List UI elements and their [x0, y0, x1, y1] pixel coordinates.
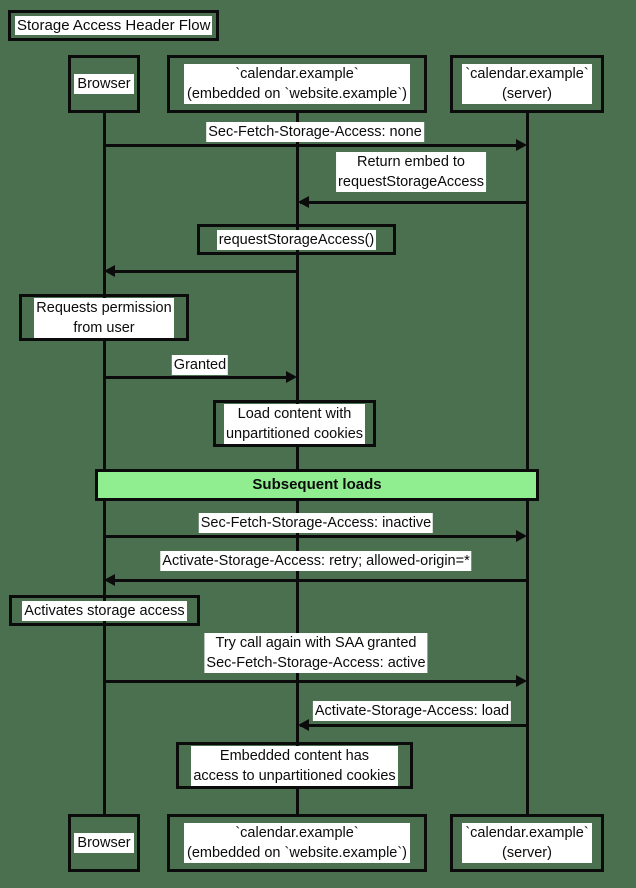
- message-line-granted: [104, 376, 292, 379]
- arrow-head-activate-retry: [104, 574, 115, 586]
- participant-embed-bottom[interactable]: `calendar.example` (embedded on `website…: [167, 814, 427, 872]
- arrow-head-rsa-to-browser: [104, 265, 115, 277]
- participant-server-label: `calendar.example` (server): [462, 64, 592, 104]
- message-label-sec-fetch-inactive: Sec-Fetch-Storage-Access: inactive: [198, 513, 434, 533]
- arrow-head-granted: [286, 371, 297, 383]
- section-band-subsequent-loads: Subsequent loads: [95, 469, 539, 501]
- note-activates-storage-access: Activates storage access: [9, 595, 200, 626]
- participant-browser-label-bottom: Browser: [74, 833, 134, 853]
- message-line-sec-fetch-inactive: [104, 535, 522, 538]
- arrow-head-sec-fetch-inactive: [516, 530, 527, 542]
- diagram-title-box: Storage Access Header Flow: [8, 10, 220, 41]
- message-line-activate-load: [300, 724, 527, 727]
- arrow-head-activate-load: [298, 719, 309, 731]
- note-activates-storage-access-text: Activates storage access: [22, 600, 187, 621]
- message-line-rsa-to-browser: [108, 270, 297, 273]
- participant-embed-top[interactable]: `calendar.example` (embedded on `website…: [167, 55, 427, 113]
- message-label-sec-fetch-none: Sec-Fetch-Storage-Access: none: [206, 122, 424, 142]
- message-label-retry-active: Try call again with SAA granted Sec-Fetc…: [204, 633, 428, 673]
- message-label-activate-retry: Activate-Storage-Access: retry; allowed-…: [160, 551, 472, 571]
- message-line-return-embed: [300, 201, 527, 204]
- participant-server-label-bottom: `calendar.example` (server): [462, 823, 592, 863]
- lifeline-server: [526, 113, 529, 815]
- page-title: Storage Access Header Flow: [15, 16, 213, 35]
- message-label-return-embed: Return embed to requestStorageAccess: [336, 152, 486, 192]
- message-line-sec-fetch-none: [104, 144, 522, 147]
- note-request-storage-access-call: requestStorageAccess(): [197, 224, 396, 255]
- participant-browser-bottom[interactable]: Browser: [68, 814, 140, 872]
- participant-embed-label-bottom: `calendar.example` (embedded on `website…: [183, 823, 411, 863]
- note-embedded-content-access-text: Embedded content has access to unpartiti…: [191, 745, 398, 786]
- note-embedded-content-access: Embedded content has access to unpartiti…: [176, 742, 413, 789]
- note-request-storage-access-call-text: requestStorageAccess(): [216, 229, 377, 250]
- participant-browser-label: Browser: [74, 74, 134, 94]
- lifeline-browser: [103, 113, 106, 815]
- message-label-activate-load: Activate-Storage-Access: load: [312, 701, 512, 721]
- message-line-retry-active: [104, 680, 522, 683]
- section-band-subsequent-loads-text: Subsequent loads: [252, 476, 382, 493]
- participant-server-top[interactable]: `calendar.example` (server): [450, 55, 604, 113]
- arrow-head-sec-fetch-none: [516, 139, 527, 151]
- note-requests-permission-text: Requests permission from user: [34, 297, 174, 338]
- arrow-head-return-embed: [298, 196, 309, 208]
- participant-embed-label: `calendar.example` (embedded on `website…: [183, 64, 411, 104]
- arrow-head-retry-active: [516, 675, 527, 687]
- message-label-granted: Granted: [171, 355, 229, 375]
- note-load-content: Load content with unpartitioned cookies: [213, 400, 376, 447]
- participant-browser-top[interactable]: Browser: [68, 55, 140, 113]
- note-load-content-text: Load content with unpartitioned cookies: [223, 403, 366, 444]
- lifeline-embed: [296, 113, 299, 815]
- participant-server-bottom[interactable]: `calendar.example` (server): [450, 814, 604, 872]
- note-requests-permission: Requests permission from user: [19, 294, 189, 341]
- message-line-activate-retry: [108, 579, 527, 582]
